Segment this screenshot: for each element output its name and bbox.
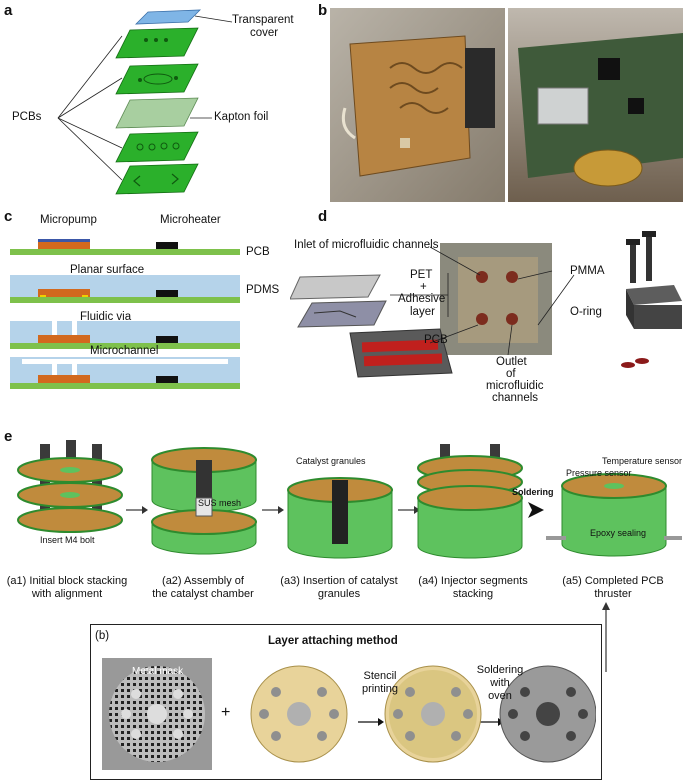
- label-pcbs: PCBs: [12, 111, 42, 123]
- label-transparent-cover-line2: cover: [250, 27, 279, 39]
- exploded-pcb-stack-illustration: [57, 9, 233, 195]
- label-catalyst-granules: Catalyst granules: [296, 456, 366, 466]
- layer-attaching-illustration: [102, 658, 596, 770]
- label-soldering-step: Soldering: [512, 487, 554, 497]
- label-planar-surface: Planar surface: [70, 264, 145, 276]
- layer-attaching-title: Layer attaching method: [268, 635, 398, 647]
- label-microheater: Microheater: [160, 214, 221, 226]
- photo-pcb-device-back: [330, 8, 505, 202]
- label-temperature-sensor: Temperature sensor: [602, 456, 683, 466]
- label-outlet-line2: of: [506, 368, 516, 380]
- label-layer: layer: [410, 306, 435, 318]
- label-pet: PET: [410, 269, 433, 281]
- label-microchannel: Microchannel: [90, 345, 159, 357]
- label-pmma: PMMA: [570, 265, 605, 277]
- label-transparent-cover-line1: Transparent: [232, 14, 294, 26]
- label-outlet-line1: Outlet: [496, 356, 527, 368]
- arrow-to-completed-thruster: [602, 602, 610, 672]
- label-outlet-line4: channels: [492, 392, 539, 404]
- label-o-ring: O-ring: [570, 306, 602, 318]
- label-inlet-microfluidic: Inlet of microfluidic channels: [294, 239, 439, 251]
- panel-label-d: d: [318, 208, 328, 225]
- label-insert-m4-bolt: Insert M4 bolt: [40, 535, 95, 545]
- panel-label-e: e: [4, 428, 13, 445]
- photo-pcb-device-with-coin: [508, 8, 683, 202]
- label-adhesive: Adhesive: [398, 293, 446, 305]
- label-plus: +: [420, 281, 427, 293]
- plus-sign: +: [221, 704, 231, 721]
- label-fluidic-via: Fluidic via: [80, 311, 132, 323]
- label-outlet-line3: microfluidic: [486, 380, 544, 392]
- label-pcb-chip: PCB: [424, 334, 448, 346]
- label-pcb-layer: PCB: [246, 246, 270, 258]
- label-b-sub: (b): [95, 630, 110, 642]
- label-micropump: Micropump: [40, 214, 97, 226]
- panel-label-b: b: [318, 2, 328, 19]
- fabrication-cross-sections: [10, 239, 240, 389]
- thruster-assembly-steps: [17, 440, 682, 559]
- label-pressure-sensor: Pressure sensor: [566, 468, 632, 478]
- panel-label-a: a: [4, 2, 13, 19]
- label-epoxy-sealing: Epoxy sealing: [590, 528, 647, 538]
- layer-attaching-method-box: [90, 624, 602, 780]
- label-metal-mask: Metal mask: [132, 666, 184, 677]
- label-kapton-foil: Kapton foil: [214, 111, 269, 123]
- panel-label-c: c: [4, 208, 13, 225]
- label-pdms-layer: PDMS: [246, 284, 280, 296]
- label-sus-mesh: SUS mesh: [198, 498, 242, 508]
- microfluidic-chip-illustration: [290, 231, 682, 378]
